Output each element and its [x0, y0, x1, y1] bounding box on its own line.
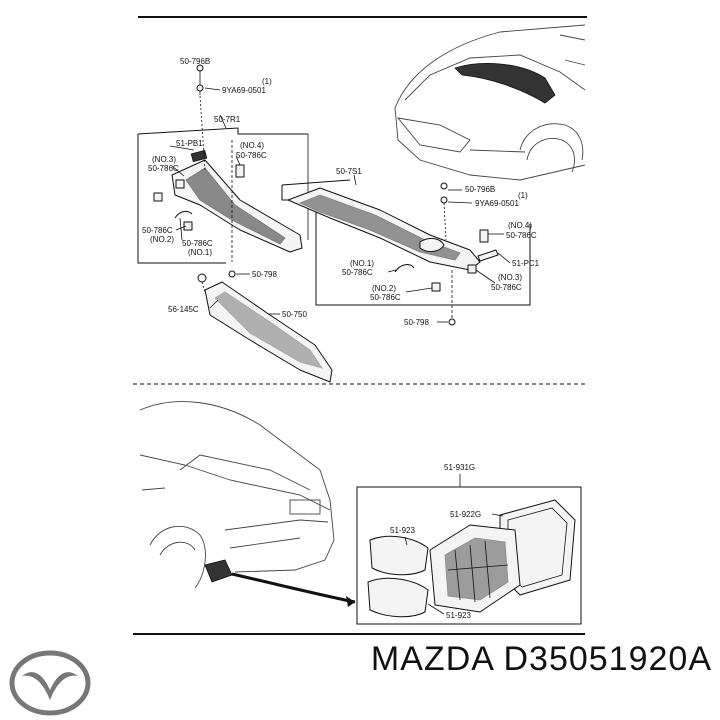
part-number-title: MAZDA D35051920A: [370, 640, 712, 678]
label-51-922g: 51-922G: [450, 510, 481, 519]
label-50-798-right: 50-798: [404, 318, 429, 327]
label-50-786c-right-a: 50-786C: [506, 231, 537, 240]
label-50-786c-left-c: 50-786C: [142, 226, 173, 235]
grille-group: [356, 474, 582, 625]
label-56-145c: 56-145C: [168, 305, 199, 314]
label-50-7r1: 50-7R1: [214, 115, 241, 124]
label-50-786c-right-c: 50-786C: [342, 268, 373, 277]
label-50-750: 50-750: [282, 310, 307, 319]
label-9ya69-right: 9YA69-0501: [475, 199, 519, 208]
label-50-796b-right: 50-796B: [465, 185, 495, 194]
label-no2-right: (NO.2): [372, 284, 396, 293]
label-51-pb1: 51-PB1: [176, 139, 203, 148]
right-cowl-group: [281, 174, 531, 326]
label-9ya69-left: 9YA69-0501: [222, 86, 266, 95]
label-no4-right: (NO.4): [508, 221, 532, 230]
label-51-931g: 51-931G: [444, 463, 475, 472]
label-no3-right: (NO.3): [498, 273, 522, 282]
label-50-786c-right-b: 50-786C: [491, 283, 522, 292]
car-front-illustration: [394, 24, 586, 181]
label-50-796b-left: 50-796B: [180, 57, 210, 66]
label-qty-left: (1): [262, 77, 272, 86]
label-no3-left: (NO.3): [152, 155, 176, 164]
label-50-786c-left-b: 50-786C: [148, 164, 179, 173]
car-rear-illustration: [139, 401, 356, 607]
label-50-7s1: 50-7S1: [336, 167, 362, 176]
label-no2-left: (NO.2): [150, 235, 174, 244]
labels-top-left: 50-796B (1) 9YA69-0501 50-7R1 51-PB1 (NO…: [142, 57, 307, 319]
label-51-923-a: 51-923: [390, 526, 415, 535]
part-50-750: [197, 273, 333, 383]
label-50-786c-left-d: 50-786C: [182, 239, 213, 248]
mazda-logo-icon: [9, 650, 91, 716]
label-50-786c-left-a: 50-786C: [236, 151, 267, 160]
label-51-923-b: 51-923: [446, 611, 471, 620]
left-cowl-group: [137, 64, 309, 278]
label-qty-right: (1): [518, 191, 528, 200]
label-no1-right: (NO.1): [350, 259, 374, 268]
labels-bottom: 51-931G 51-922G 51-923 51-923: [390, 463, 481, 620]
label-51-pc1: 51-PC1: [512, 259, 540, 268]
label-no1-left: (NO.1): [188, 248, 212, 257]
labels-top-right: 50-7S1 50-796B (1) 9YA69-0501 (NO.4) 50-…: [336, 167, 540, 327]
label-no4-left: (NO.4): [240, 141, 264, 150]
label-50-798-left: 50-798: [252, 270, 277, 279]
label-50-786c-right-d: 50-786C: [370, 293, 401, 302]
